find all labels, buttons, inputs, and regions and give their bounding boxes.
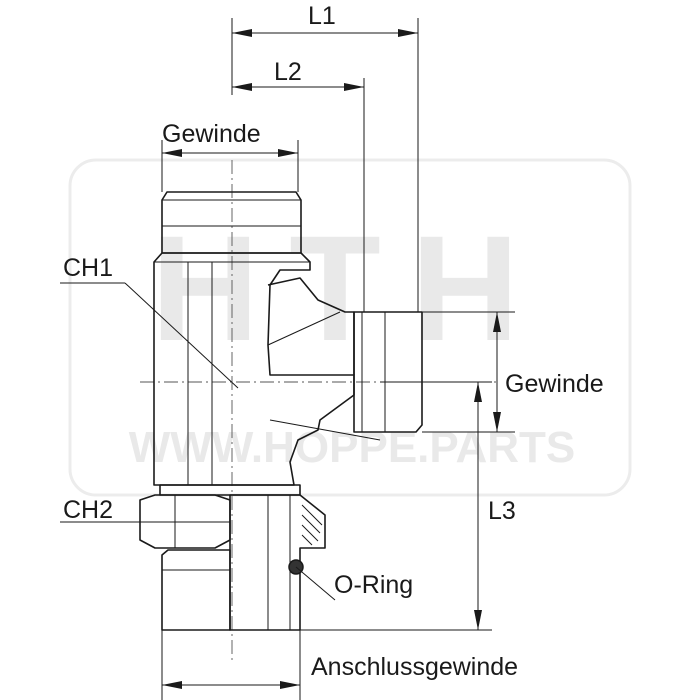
label-l1: L1: [308, 2, 336, 30]
label-ch2: CH2: [63, 496, 113, 524]
label-gewinde-top: Gewinde: [162, 120, 261, 148]
label-ch1: CH1: [63, 254, 113, 282]
fitting-body: [139, 191, 423, 631]
o-ring-leader: [295, 566, 336, 601]
dimensions: [60, 18, 515, 700]
body-outline: [153, 252, 355, 486]
labels: L1 L2 Gewinde CH1 Gewinde CH2 L3 O-Ring …: [63, 2, 604, 681]
lower-body: [229, 494, 326, 631]
label-l3: L3: [488, 497, 516, 525]
label-o-ring: O-Ring: [334, 571, 413, 599]
connection-thread: [161, 549, 231, 631]
ch1-leader: [124, 282, 239, 389]
side-thread: [353, 311, 423, 433]
label-gewinde-side: Gewinde: [505, 370, 604, 398]
watermark-logo: HTH: [151, 204, 549, 372]
label-anschlussgewinde: Anschlussgewinde: [311, 653, 518, 681]
watermark-site: WWW.HOPPE.PARTS: [129, 423, 576, 472]
label-l2: L2: [274, 58, 302, 86]
watermark-frame: [68, 158, 632, 497]
